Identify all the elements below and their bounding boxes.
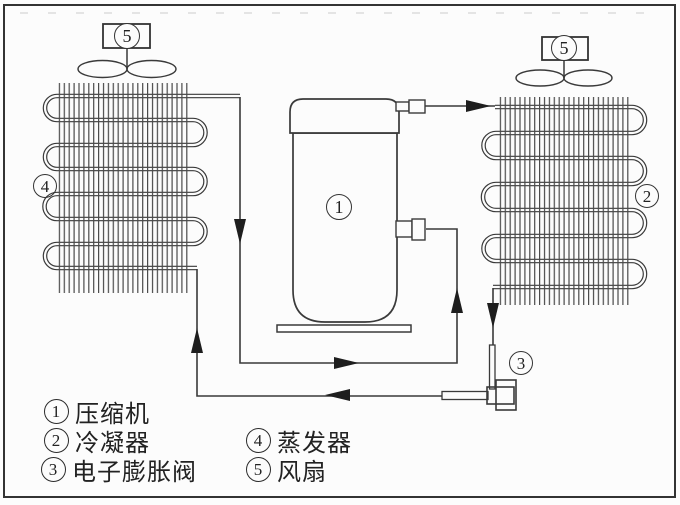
arrow-discharge-right (466, 100, 491, 112)
evaporator-label: 4 (33, 174, 57, 198)
valve-stem-vertical (488, 344, 496, 390)
compressor-base (276, 324, 412, 333)
suction-port (395, 218, 426, 241)
legend-label-evaporator: 蒸发器 (277, 431, 352, 457)
expansion-valve-label: 3 (509, 351, 533, 375)
evaporator-tube-inner (43, 94, 240, 270)
condenser-tube-inner (481, 105, 647, 289)
arrow-suction-right (334, 357, 359, 369)
legend-item-condenser: 2 冷凝器 (44, 423, 150, 458)
evaporator-fins (58, 83, 191, 293)
flow-arrows (191, 100, 499, 401)
arrow-suction-up (451, 288, 463, 313)
compressor-label: 1 (326, 194, 352, 220)
arrow-liquid-left (325, 389, 350, 401)
suction-pipe (239, 97, 458, 364)
condenser-coil (480, 97, 648, 305)
fan-left-label: 5 (114, 23, 140, 49)
discharge-port (395, 99, 426, 114)
legend-item-fan: 5 风扇 (246, 452, 327, 487)
legend-num-4: 4 (246, 428, 271, 453)
legend-num-3: 3 (41, 457, 66, 482)
fan-right-blades-icon (515, 69, 613, 87)
valve-body-upper (495, 379, 517, 411)
arrow-suction-down (234, 219, 246, 244)
legend-item-evaporator: 4 蒸发器 (246, 423, 352, 458)
legend-item-compressor: 1 压缩机 (44, 394, 150, 429)
arrow-evaporator-in-up (191, 328, 203, 353)
legend-label-expansion-valve: 电子膨胀阀 (72, 460, 197, 486)
arrow-condenser-out-down (487, 303, 499, 328)
liquid-pipe (196, 269, 442, 397)
legend-label-compressor: 压缩机 (75, 402, 150, 428)
evaporator-coil (42, 83, 240, 293)
legend-num-5: 5 (246, 457, 271, 482)
legend-num-2: 2 (44, 428, 69, 453)
fan-right-label: 5 (551, 35, 577, 61)
fan-left-blades-icon (77, 59, 177, 79)
condenser-fins (498, 97, 631, 305)
frame-border (3, 4, 676, 498)
legend-num-1: 1 (44, 399, 69, 424)
valve-stem-horizontal (441, 390, 489, 401)
legend-label-fan: 风扇 (277, 460, 327, 486)
condenser-label: 2 (635, 184, 659, 208)
legend-label-condenser: 冷凝器 (75, 431, 150, 457)
valve-body-lower (486, 386, 515, 405)
compressor-vessel (276, 98, 426, 333)
compressor-body (292, 132, 398, 323)
legend-item-expansion-valve: 3 电子膨胀阀 (41, 452, 197, 487)
compressor-cap (289, 98, 400, 134)
expansion-valve (441, 344, 517, 411)
